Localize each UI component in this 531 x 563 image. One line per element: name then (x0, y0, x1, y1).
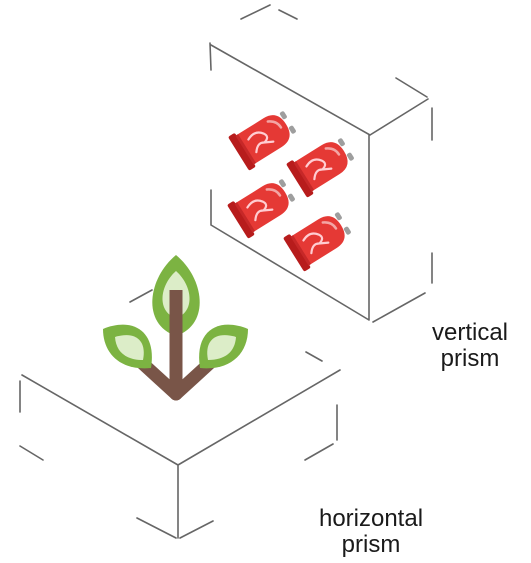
led-cluster (225, 106, 356, 274)
red-led-icon (281, 207, 353, 274)
red-led-icon (226, 106, 298, 173)
horizontal-prism (19, 289, 341, 539)
red-led-icon (284, 133, 356, 200)
plant-sprout-icon (103, 255, 248, 401)
red-led-icon (225, 174, 297, 241)
horizontal-prism-label-line1: horizontal (318, 505, 424, 532)
horizontal-prism-label: horizontal prism (296, 506, 446, 558)
vertical-prism (209, 4, 433, 323)
vertical-prism-label: vertical prism (410, 320, 530, 372)
vertical-prism-label-line1: vertical (431, 319, 509, 346)
vertical-prism-edges (209, 4, 433, 323)
horizontal-prism-label-line2: prism (341, 531, 401, 558)
vertical-prism-label-line2: prism (440, 345, 500, 372)
horizontal-prism-edges (19, 289, 341, 539)
